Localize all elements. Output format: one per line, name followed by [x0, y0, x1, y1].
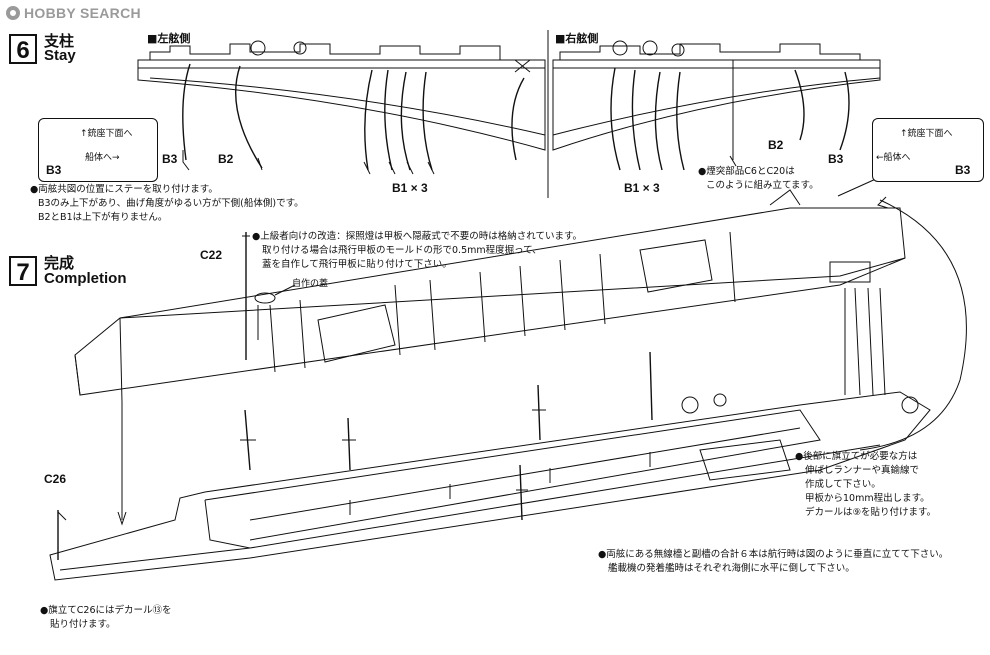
- part-label-b3-left: B3: [162, 152, 178, 166]
- mast-note-1: ●両舷にある無線檣と副檣の合計６本は航行時は図のように垂直に立てて下さい。: [598, 549, 949, 560]
- port-hull-drawing: [137, 40, 546, 175]
- advanced-note-2: 取り付ける場合は飛行甲板のモールドの形で0.5mm程度掘って、: [262, 245, 542, 256]
- step6-note-2: B3のみ上下があり、曲げ角度がゆるい方が下側(船体側)です。: [38, 198, 304, 209]
- detail-box-right: [872, 118, 984, 182]
- part-label-b1-right: B1 × 3: [624, 181, 660, 195]
- part-label-c22: C22: [200, 248, 223, 262]
- step7-title-jp: 完成: [44, 254, 75, 272]
- funnel-note: ●煙突部品C6とC20は このように組み立てます。: [698, 165, 819, 193]
- detail-left-line1: ↑銃座下面へ: [80, 129, 133, 139]
- flag-note-5: デカールは⑨を貼り付けます。: [805, 507, 937, 518]
- flight-deck-drawing: [74, 189, 906, 403]
- part-label-b2-left: B2: [218, 152, 234, 166]
- funnel-note-2: このように組み立てます。: [706, 180, 819, 191]
- mast-note-2: 艦載機の発着艦時はそれぞれ海側に水平に倒して下さい。: [608, 563, 855, 574]
- step6-notes: ●両舷共図の位置にステーを取り付けます。 B3のみ上下があり、曲げ角度がゆるい方…: [30, 183, 304, 225]
- part-label-b1-left: B1 × 3: [392, 181, 428, 195]
- flag-note: ●後部に旗立てが必要な方は 伸ばしランナーや真鍮線で 作成して下さい。 甲板から…: [795, 450, 936, 520]
- part-label-c26: C26: [44, 472, 67, 486]
- step6-title-jp: 支柱: [44, 32, 75, 50]
- part-label-b2-right: B2: [768, 138, 784, 152]
- step6-title-en: Stay: [44, 47, 76, 64]
- flag-note-1: ●後部に旗立てが必要な方は: [795, 451, 918, 462]
- logo-icon: [6, 6, 20, 20]
- step6-number: 6: [9, 34, 37, 64]
- step7-number: 7: [9, 256, 37, 286]
- detail-left-part: B3: [46, 163, 62, 177]
- watermark-text: HOBBY SEARCH: [24, 5, 141, 21]
- step7-title-en: Completion: [44, 270, 127, 287]
- detail-right-line2: ←船体へ: [876, 153, 911, 163]
- advanced-note: ●上級者向けの改造：探照燈は甲板へ隠蔽式で不要の時は格納されています。 取り付け…: [252, 230, 582, 272]
- part-label-b3-right: B3: [828, 152, 844, 166]
- c26-note: ●旗立てC26にはデカール⑬を 貼り付けます。: [40, 604, 172, 632]
- advanced-note-1: ●上級者向けの改造：探照燈は甲板へ隠蔽式で不要の時は格納されています。: [252, 231, 583, 242]
- starboard-hull-drawing: [552, 40, 881, 171]
- c26-note-2: 貼り付けます。: [50, 619, 116, 630]
- advanced-note-3: 蓋を自作して飛行甲板に貼り付けて下さい。: [262, 259, 452, 270]
- detail-right-line1: ↑銃座下面へ: [900, 129, 953, 139]
- flag-note-4: 甲板から10mm程出します。: [805, 493, 930, 504]
- flag-note-3: 作成して下さい。: [805, 479, 881, 490]
- flag-note-2: 伸ばしランナーや真鍮線で: [805, 465, 920, 476]
- mast-note: ●両舷にある無線檣と副檣の合計６本は航行時は図のように垂直に立てて下さい。 艦載…: [598, 548, 948, 576]
- step6-note-1: ●両舷共図の位置にステーを取り付けます。: [30, 184, 218, 195]
- cover-label: 自作の蓋: [292, 279, 329, 289]
- detail-left-line2: 船体へ→: [85, 153, 120, 163]
- detail-right-part: B3: [955, 163, 971, 177]
- funnel-note-1: ●煙突部品C6とC20は: [698, 166, 795, 177]
- completed-hull-drawing: [49, 351, 931, 581]
- starboard-side-label: ■右舷側: [555, 32, 599, 45]
- watermark-logo: HOBBY SEARCH: [6, 5, 141, 21]
- port-side-label: ■左舷側: [147, 32, 191, 45]
- c26-note-1: ●旗立てC26にはデカール⑬を: [40, 605, 172, 616]
- detail-box-left: [38, 118, 158, 182]
- step6-note-3: B2とB1は上下が有りません。: [38, 212, 168, 223]
